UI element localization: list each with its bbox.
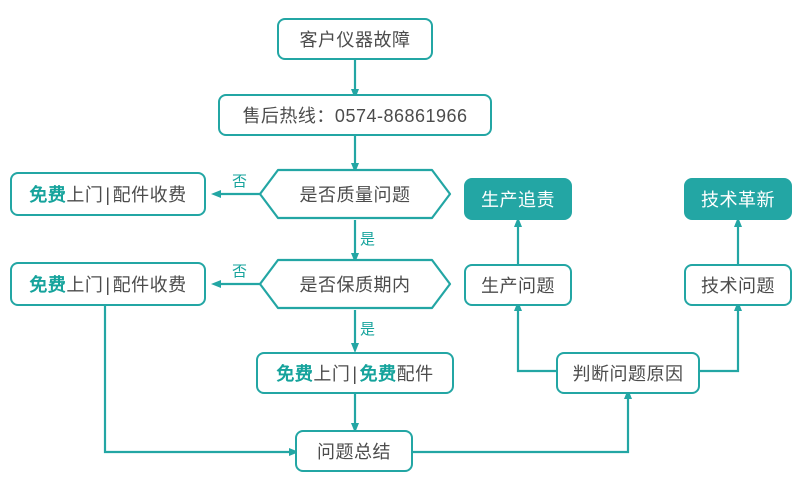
node-is-quality-label: 是否质量问题 (299, 185, 411, 205)
node-free-visit-paid-parts-2[interactable]: 免费上门|配件收费 (10, 262, 206, 306)
node-technical-problem[interactable]: 技术问题 (684, 264, 792, 306)
paid-parts-suffix-1: 配件收费 (112, 185, 187, 205)
free-visit-middle-3: 上门 (313, 364, 351, 384)
edge-label-no-warranty: 否 (232, 263, 248, 280)
node-in-warranty-label: 是否保质期内 (299, 275, 411, 295)
node-is-quality[interactable]: 是否质量问题 (258, 168, 452, 220)
node-judge-cause-label: 判断问题原因 (572, 364, 684, 384)
free-highlight-prefix-4: 免费 (359, 364, 397, 384)
node-problem-summary[interactable]: 问题总结 (295, 430, 413, 472)
separator-3: | (352, 364, 358, 384)
edge-paidparts2-to-summary (103, 306, 299, 456)
node-technical-innovation-label: 技术革新 (701, 190, 775, 210)
edge-label-yes-quality: 是 (360, 231, 376, 248)
node-hotline[interactable]: 售后热线：0574-86861966 (218, 94, 492, 136)
node-free-visit-paid-parts-2-label: 免费上门|配件收费 (29, 271, 186, 297)
node-in-warranty[interactable]: 是否保质期内 (258, 258, 452, 310)
free-parts-suffix: 配件 (396, 364, 434, 384)
separator-2: | (105, 275, 111, 295)
node-production-problem[interactable]: 生产问题 (464, 264, 572, 306)
free-highlight-prefix-3: 免费 (276, 364, 314, 384)
node-hotline-label: 售后热线：0574-86861966 (242, 106, 468, 126)
edge-judgecause-to-production-problem (514, 301, 556, 373)
node-free-visit-free-parts-label: 免费上门|免费配件 (276, 360, 433, 386)
node-customer-fault[interactable]: 客户仪器故障 (277, 18, 433, 60)
free-visit-middle-1: 上门 (66, 185, 104, 205)
paid-parts-suffix-2: 配件收费 (112, 275, 187, 295)
separator-1: | (105, 185, 111, 205)
node-production-accountability-label: 生产追责 (481, 190, 555, 210)
edge-label-yes-warranty: 是 (360, 321, 376, 338)
node-production-accountability[interactable]: 生产追责 (464, 178, 572, 220)
node-judge-cause[interactable]: 判断问题原因 (556, 352, 700, 394)
node-technical-innovation[interactable]: 技术革新 (684, 178, 792, 220)
free-highlight-prefix: 免费 (29, 185, 67, 205)
node-production-problem-label: 生产问题 (481, 276, 555, 296)
node-free-visit-paid-parts-1-label: 免费上门|配件收费 (29, 181, 186, 207)
node-problem-summary-label: 问题总结 (317, 442, 391, 462)
node-free-visit-free-parts[interactable]: 免费上门|免费配件 (256, 352, 454, 394)
free-visit-middle-2: 上门 (66, 275, 104, 295)
edge-summary-to-judgecause (413, 389, 632, 454)
hexagon-shape-in-warranty (258, 258, 452, 310)
node-free-visit-paid-parts-1[interactable]: 免费上门|配件收费 (10, 172, 206, 216)
edge-judgecause-to-technical-problem (700, 301, 742, 373)
edge-label-no-quality: 否 (232, 173, 248, 190)
free-highlight-prefix-2: 免费 (29, 275, 67, 295)
node-technical-problem-label: 技术问题 (701, 276, 775, 296)
node-customer-fault-label: 客户仪器故障 (299, 30, 411, 50)
hexagon-shape-is-quality (258, 168, 452, 220)
